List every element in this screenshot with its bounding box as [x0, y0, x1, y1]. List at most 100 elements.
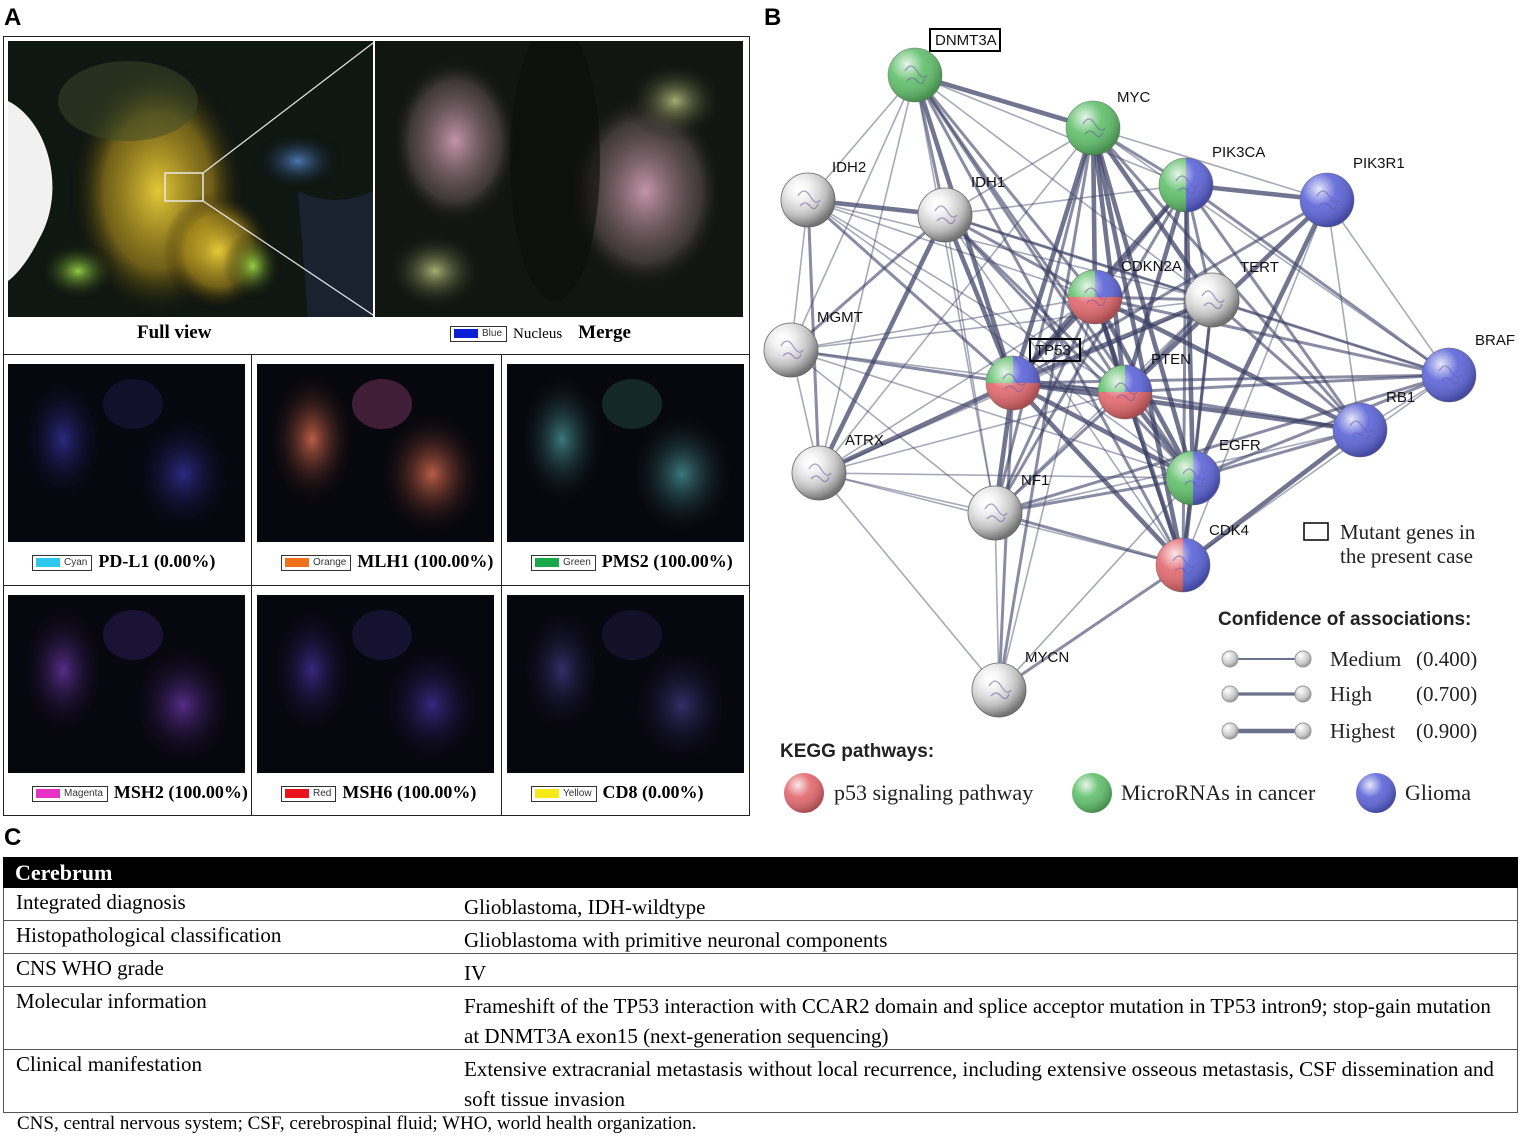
edge-myc-mycn [997, 127, 1095, 691]
edge-tert-braf [1211, 298, 1450, 377]
edge-idh1-pten [943, 213, 1127, 394]
edge-tp53-atrx [818, 380, 1014, 476]
color-chip [285, 789, 309, 799]
panel-label-b: B [764, 4, 782, 31]
node-braf: BRAF [1421, 332, 1515, 403]
mutant-box [929, 28, 1001, 52]
node-idh2: IDH2 [780, 159, 866, 228]
edge-pten-atrx [818, 391, 1126, 474]
node-label: CDK4 [1209, 522, 1249, 539]
edge-atrx-mycn [818, 472, 1000, 691]
edge-cdkn2a-mgmt [790, 296, 1096, 351]
edge-braf-nf1 [994, 373, 1450, 515]
kegg-swatch-gloss [1072, 773, 1112, 813]
edge-nf1-cdk4 [994, 511, 1184, 567]
node-label: MYC [1117, 89, 1151, 106]
confidence-label: Highest [1330, 719, 1395, 743]
color-chip [36, 558, 60, 568]
node-mgmt: MGMT [763, 309, 863, 378]
node-label: PIK3CA [1212, 144, 1265, 161]
channel-image [8, 364, 245, 542]
edge-pten-cdk4 [1123, 391, 1185, 566]
row-key: Clinical manifestation [16, 1052, 203, 1076]
edge-dnmt3a-nf1 [914, 74, 996, 514]
node-label: ATRX [845, 432, 884, 449]
nucleus-color-chip [454, 329, 478, 339]
color-chip [535, 558, 559, 568]
confidence-value: (0.900) [1416, 719, 1477, 743]
edge-pik3r1-egfr [1190, 199, 1330, 479]
edge-idh2-tp53 [807, 198, 1014, 385]
kegg-label: p53 signaling pathway [834, 780, 1033, 805]
edge-dnmt3a-atrx [818, 74, 916, 474]
row-value: Glioblastoma with primitive neuronal com… [464, 928, 888, 952]
node-label: TERT [1240, 259, 1279, 276]
node-idh1: IDH1 [917, 174, 1005, 243]
marker-label: CD8 (0.00%) [602, 782, 704, 802]
edge-myc-egfr [1090, 127, 1196, 479]
node-pik3ca: PIK3CA [1158, 144, 1265, 213]
edge-myc-pik3r1 [1092, 127, 1328, 201]
confidence-endpoint [1221, 650, 1239, 668]
panel-label-c: C [4, 824, 22, 851]
edge-idh1-mgmt [790, 213, 946, 352]
mutant-legend-box [1303, 522, 1329, 541]
swatch-name: Red [313, 788, 332, 800]
edge-pik3ca-cdk4 [1181, 184, 1188, 566]
edge-mgmt-tp53 [790, 348, 1014, 385]
edge-myc-atrx [818, 127, 1094, 474]
marker-label: MSH6 (100.00%) [342, 782, 477, 802]
swatch-name: Green [563, 557, 591, 569]
channel-image [257, 595, 494, 773]
node-mycn: MYCN [971, 649, 1069, 718]
node-rb1: RB1 [1332, 389, 1415, 458]
edge-cdkn2a-atrx [818, 296, 1096, 474]
nucleus-swatch-name: Blue [482, 328, 503, 340]
divider [4, 585, 749, 586]
marker-label: PD-L1 (0.00%) [98, 551, 216, 571]
edge-pik3r1-cdk4 [1182, 199, 1328, 566]
channel-image [257, 364, 494, 542]
edge-myc-tp53 [1010, 127, 1096, 384]
row-key: Molecular information [16, 989, 207, 1013]
edge-pik3r1-braf [1326, 199, 1450, 376]
channel-image [8, 595, 245, 773]
edge-pik3r1-rb1 [1326, 199, 1361, 431]
edge-atrx-egfr [818, 472, 1194, 479]
channel-caption: Yellow CD8 (0.00%) [531, 782, 704, 803]
full-view-label: Full view [137, 322, 212, 343]
edge-myc-pten [1090, 127, 1128, 393]
color-swatch: Magenta [32, 785, 108, 802]
edge-atrx-nf1 [818, 472, 996, 514]
node-cdkn2a: CDKN2A [1067, 258, 1182, 325]
node-dnmt3a: DNMT3A [887, 28, 1001, 103]
node-egfr: EGFR [1165, 437, 1261, 506]
marker-label: MSH2 (100.00%) [113, 782, 248, 802]
color-swatch: Yellow [531, 785, 597, 802]
confidence-endpoint [1294, 722, 1312, 740]
edge-egfr-nf1 [994, 476, 1194, 515]
edge-pik3ca-braf [1185, 183, 1450, 377]
color-swatch: Red [281, 785, 337, 802]
full-view-image [8, 41, 373, 317]
node-nf1: NF1 [967, 472, 1049, 541]
edge-dnmt3a-idh2 [807, 74, 916, 201]
marker-label: PMS2 (100.00%) [601, 551, 733, 571]
edge-pik3ca-idh1 [944, 184, 1187, 216]
edge-tert-tp53 [1012, 297, 1213, 386]
node-label: MYCN [1025, 649, 1069, 666]
divider [251, 354, 252, 815]
confidence-endpoint [1294, 650, 1312, 668]
edge-pik3ca-pten [1122, 184, 1189, 393]
edge-cdkn2a-nf1 [993, 296, 1097, 514]
edge-tp53-cdk4 [1011, 381, 1185, 567]
edge-myc-idh1 [944, 127, 1094, 216]
node-label: CDKN2A [1121, 258, 1182, 275]
swatch-name: Orange [313, 557, 347, 569]
row-value: IV [464, 961, 487, 985]
